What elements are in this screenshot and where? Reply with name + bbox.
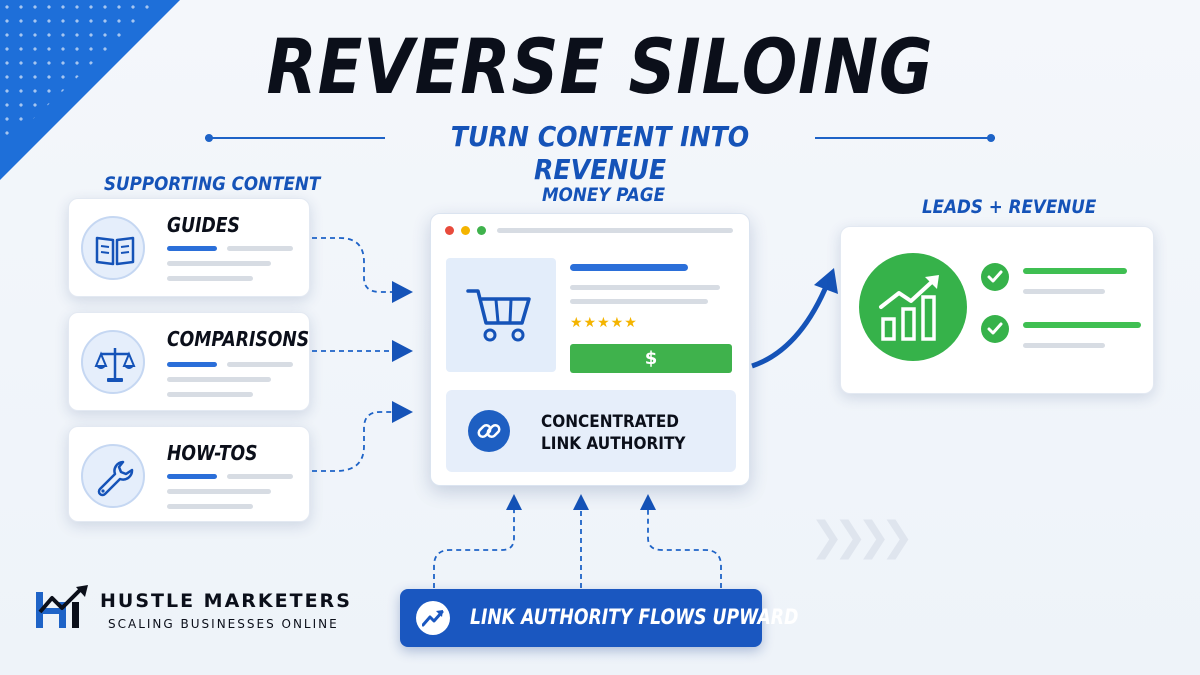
product-image [446,258,556,372]
subtitle-dot-left [205,134,213,142]
lead-bar-gray [1023,343,1105,348]
subtitle-dot-right [987,134,995,142]
product-title-bar [570,264,688,271]
comparisons-icon-circle [81,330,145,394]
browser-dot-red [445,226,454,235]
card-bar-primary [167,362,217,367]
card-bar-line [167,489,271,494]
arrow-comparisons-head [392,340,413,362]
arrow-flow-left-head [506,494,522,510]
check-icon [981,263,1009,291]
subtitle-rule-right [815,137,995,139]
hustle-marketers-logo [36,585,88,628]
brand-tagline: SCALING BUSINESSES ONLINE [108,617,339,631]
page-title: REVERSE SILOING [266,22,934,111]
decorative-chevrons: ❯❯❯❯ [810,514,914,560]
supporting-card-comparisons[interactable]: COMPARISONS [68,312,310,411]
card-title: COMPARISONS [167,327,310,351]
supporting-content-label: SUPPORTING CONTENT [104,173,321,195]
leads-revenue-card[interactable] [840,226,1154,394]
growth-icon-circle [859,253,967,361]
arrow-flow-right [647,510,722,588]
link-authority-panel: CONCENTRATED LINK AUTHORITY [446,390,736,472]
rating-stars: ★★★★★ [570,315,638,331]
trend-up-icon [422,610,444,627]
buy-button[interactable]: $ [570,344,732,373]
money-page-label: MONEY PAGE [542,184,666,206]
authority-text-line1: CONCENTRATED [541,412,679,432]
link-chain-icon [477,423,501,439]
arrow-howtos-to-money [312,411,396,472]
arrow-flow-right-head [640,494,656,510]
card-bar-line [167,276,253,281]
arrow-money-to-leads [751,281,831,369]
lead-bar-green [1023,322,1141,328]
page-subtitle: TURN CONTENT INTO REVENUE [450,120,750,186]
card-bar-primary [167,246,217,251]
lead-bar-green [1023,268,1127,274]
guides-icon-circle [81,216,145,280]
link-authority-flow-button[interactable]: LINK AUTHORITY FLOWS UPWARD [400,589,798,647]
check-icon [981,315,1009,343]
supporting-card-guides[interactable]: GUIDES [68,198,310,297]
arrow-guides-head [392,281,413,303]
authority-text-line2: LINK AUTHORITY [541,434,686,454]
card-title: HOW-TOS [167,441,258,465]
book-icon [95,236,135,266]
card-bar-line [167,392,253,397]
card-bar-primary [167,474,217,479]
cart-icon [466,289,531,342]
card-title: GUIDES [167,213,240,237]
link-icon-circle [468,410,510,452]
authority-text: CONCENTRATED LINK AUTHORITY [541,411,685,455]
browser-dot-yellow [461,226,470,235]
how-tos-icon-circle [81,444,145,508]
card-bar-secondary [227,474,293,479]
product-desc-bar [570,299,708,304]
card-bar-line [167,261,271,266]
brand-name: HUSTLE MARKETERS [100,590,352,612]
arrow-money-to-leads-head [814,268,838,294]
card-bar-secondary [227,246,293,251]
browser-address-bar [497,228,733,233]
growth-chart-icon [879,275,939,341]
arrow-howtos-head [392,401,413,423]
money-page-card[interactable]: ★★★★★ $ CONCENTRATED LINK AUTHORITY [430,213,750,486]
subtitle-row: TURN CONTENT INTO REVENUE [205,120,995,186]
arrow-guides-to-money [312,237,396,293]
subtitle-rule-left [205,137,385,139]
card-bar-line [167,377,271,382]
card-bar-secondary [227,362,293,367]
arrow-flow-left [433,510,515,588]
scales-icon [94,348,136,382]
product-desc-bar [570,285,720,290]
lead-bar-gray [1023,289,1105,294]
browser-dot-green [477,226,486,235]
arrow-flow-center-head [573,494,589,510]
wrench-icon [97,460,134,497]
trend-icon-circle [416,601,450,635]
supporting-card-how-tos[interactable]: HOW-TOS [68,426,310,522]
card-bar-line [167,504,253,509]
flow-label: LINK AUTHORITY FLOWS UPWARD [470,605,799,629]
leads-revenue-label: LEADS + REVENUE [922,196,1097,218]
